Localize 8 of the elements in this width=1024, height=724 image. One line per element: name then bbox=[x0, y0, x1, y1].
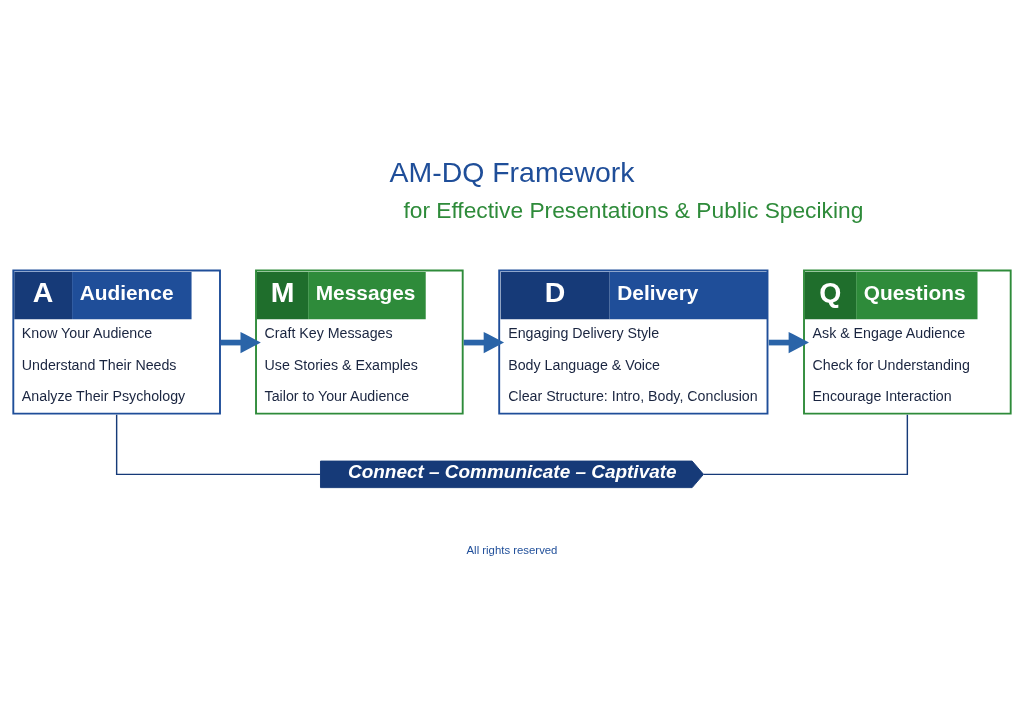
connector bbox=[702, 414, 909, 476]
arrow bbox=[768, 331, 809, 354]
arrow bbox=[221, 331, 261, 354]
label: All rights reserved bbox=[466, 544, 558, 557]
diagram-title: AM-DQ Framework bbox=[389, 156, 635, 189]
connector bbox=[115, 414, 322, 476]
label: for Effective Presentations & Public Speciking bbox=[403, 196, 864, 223]
arrow bbox=[463, 331, 504, 354]
